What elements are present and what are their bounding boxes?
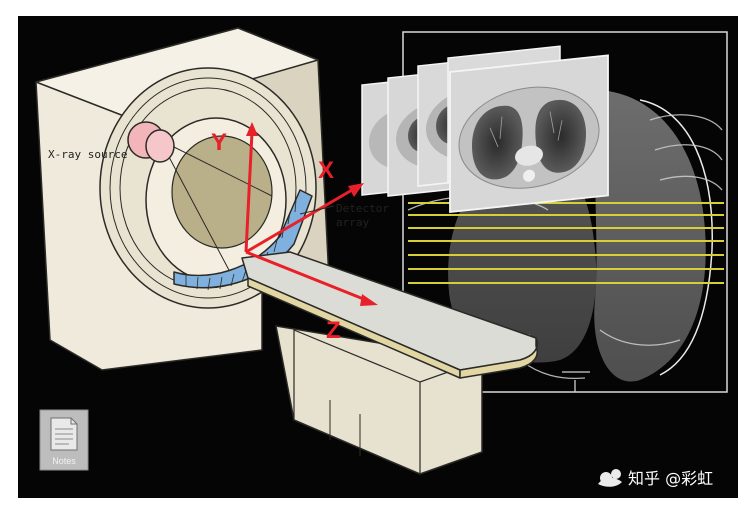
notes-label: Notes	[52, 456, 76, 466]
zhihu-logo-icon	[598, 469, 622, 487]
axis-x-label: X	[318, 157, 334, 184]
detector-label-line1: Detector	[336, 202, 389, 215]
ct-slice-stack	[361, 45, 609, 213]
axis-arrows	[244, 122, 378, 306]
ct-slice-front	[449, 54, 609, 213]
notes-icon	[50, 417, 78, 451]
axis-y-label: Y	[211, 129, 227, 156]
xray-source-label: X-ray source	[48, 148, 127, 161]
chest-illustration	[402, 31, 728, 393]
detector-array	[173, 189, 313, 291]
scan-lines	[408, 202, 724, 284]
axis-z-label: Z	[326, 317, 341, 344]
detector-label-line2: array	[336, 216, 369, 229]
xray-tube	[127, 121, 175, 163]
notes-button[interactable]: Notes	[39, 409, 89, 471]
watermark: 知乎 @彩虹	[598, 469, 713, 488]
watermark-text: 知乎 @彩虹	[628, 469, 713, 488]
detector-leader	[299, 205, 335, 215]
